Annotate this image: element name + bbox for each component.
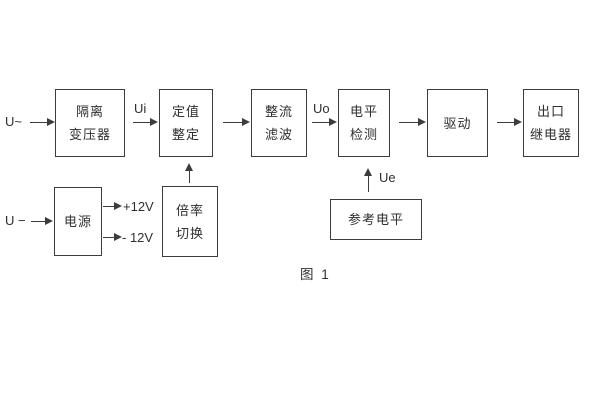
arrow-ue-to-level-detection-icon	[364, 168, 373, 192]
block-output-relay-line1: 出口	[536, 104, 565, 119]
block-rectifier-filter-line2: 滤波	[264, 127, 293, 142]
block-isolation-transformer: 隔离 变压器	[55, 89, 125, 157]
block-isolation-transformer-line2: 变压器	[68, 127, 111, 142]
block-setting-adjustment: 定值 整定	[159, 89, 213, 157]
block-reference-level: 参考电平	[330, 199, 422, 240]
block-level-detection: 电平 检测	[338, 89, 390, 157]
block-power-supply-label: 电源	[63, 214, 92, 229]
block-output-relay-line2: 继电器	[529, 127, 572, 142]
label-dc-input: U −	[5, 213, 26, 228]
block-power-supply: 电源	[54, 187, 102, 256]
arrow-minus-12v-icon	[103, 233, 122, 242]
arrow-drive-input-icon	[399, 118, 426, 127]
block-setting-adjustment-line2: 整定	[171, 127, 200, 142]
block-ratio-switching-line1: 倍率	[175, 202, 204, 218]
block-setting-adjustment-line1: 定值	[171, 104, 200, 119]
label-minus-12v: - 12V	[122, 230, 154, 245]
block-level-detection-line1: 电平	[349, 104, 378, 119]
block-level-detection-line2: 检测	[349, 127, 378, 142]
block-ratio-switching-line2: 切换	[175, 225, 204, 241]
block-rectifier-filter: 整流 滤波	[251, 89, 307, 157]
arrow-ui-icon	[133, 118, 158, 127]
arrow-rectifier-input-icon	[223, 118, 250, 127]
block-reference-level-label: 参考电平	[347, 212, 404, 227]
block-drive-label: 驱动	[443, 115, 472, 131]
block-output-relay: 出口 继电器	[523, 89, 579, 157]
label-ac-input: U~	[5, 114, 22, 129]
block-isolation-transformer-line1: 隔离	[75, 104, 104, 119]
arrow-ac-input-icon	[30, 118, 55, 127]
block-drive: 驱动	[427, 89, 488, 157]
label-ue: Ue	[379, 170, 396, 185]
block-rectifier-filter-line1: 整流	[264, 104, 293, 119]
label-plus-12v: +12V	[123, 199, 154, 214]
arrow-ratio-to-setting-icon	[185, 163, 194, 183]
label-uo: Uo	[313, 101, 330, 116]
arrow-relay-input-icon	[497, 118, 522, 127]
arrow-uo-icon	[312, 118, 337, 127]
block-ratio-switching: 倍率 切换	[162, 186, 218, 257]
arrow-dc-input-icon	[31, 217, 53, 226]
figure-caption: 图 1	[300, 267, 331, 282]
arrow-plus-12v-icon	[103, 202, 122, 211]
label-ui: Ui	[134, 101, 147, 116]
